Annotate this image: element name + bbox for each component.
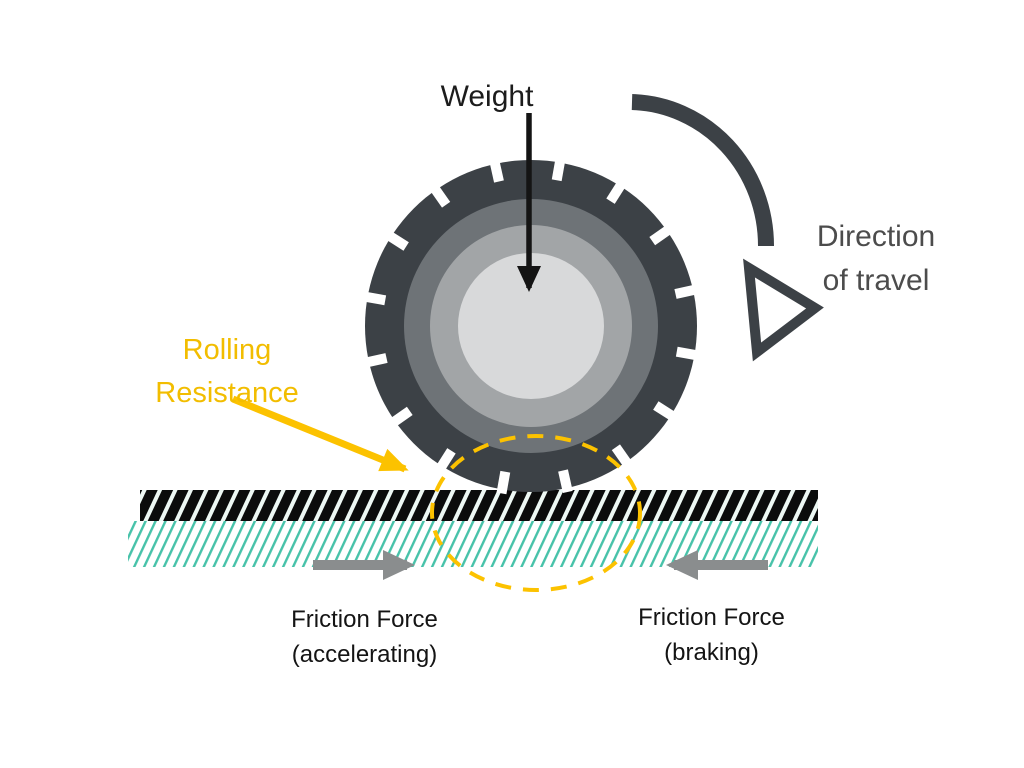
direction-arrowhead-outline [743,258,824,362]
direction-of-travel-arrow [631,94,824,362]
road-surface [128,490,818,567]
friction-brake-line2: (braking) [664,638,759,666]
road-asphalt-bar [140,490,818,521]
weight-text: Weight [440,80,534,113]
direction-of-travel-label: Direction of travel [786,215,966,303]
contact-patch-ellipse [430,434,642,592]
rolling-line1: Rolling [182,334,272,366]
friction-accel-line1: Friction Force [291,606,438,633]
tire-tread-ticks [362,157,700,495]
tire-wheel [362,157,700,495]
road-subsurface-hatching [128,521,818,567]
rolling-line2: Resistance [155,376,299,409]
rolling-resistance-label: Rolling Resistance [138,329,316,415]
weight-label: Weight [427,80,547,114]
rolling-resistance-arrow [231,395,409,473]
direction-line1: Direction [816,220,936,253]
tire-hub [458,253,604,399]
friction-brake-line1: Friction Force [638,604,785,631]
friction-accel-line2: (accelerating) [291,640,438,668]
friction-accelerating-label: Friction Force (accelerating) [267,603,462,673]
friction-braking-label: Friction Force (braking) [614,601,809,671]
direction-line2: of travel [822,264,930,298]
